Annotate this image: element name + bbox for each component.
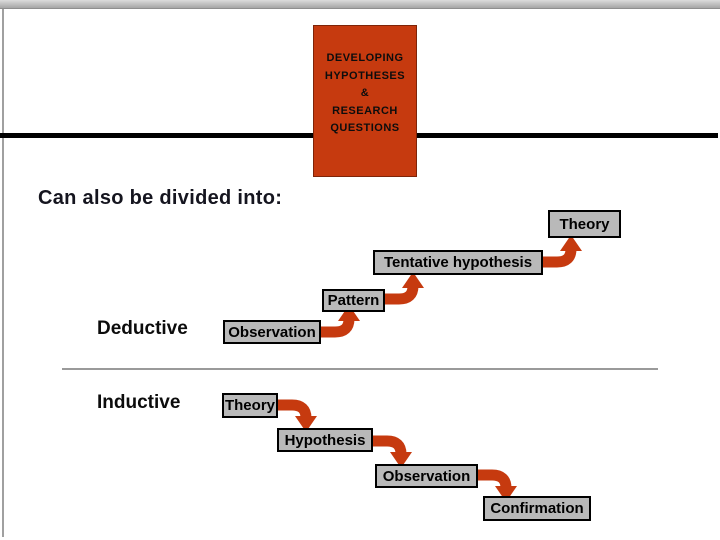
inductive-step-observation: Observation <box>375 464 478 488</box>
slide-heading: Can also be divided into: <box>38 187 283 209</box>
deductive-step-theory: Theory <box>548 210 621 238</box>
title-line: QUESTIONS <box>330 122 400 134</box>
inductive-step-hypothesis: Hypothesis <box>277 428 373 452</box>
title-line: RESEARCH <box>332 104 398 117</box>
elbow-arrow-up-icon <box>541 235 582 268</box>
deductive-step-pattern: Pattern <box>322 289 385 312</box>
elbow-arrow-down-icon <box>371 435 412 468</box>
title-box: DEVELOPING HYPOTHESES & RESEARCH QUESTIO… <box>313 25 417 177</box>
deductive-label: Deductive <box>97 318 188 339</box>
elbow-arrow-down-icon <box>276 399 317 432</box>
elbow-arrow-up-icon <box>319 305 360 338</box>
inductive-step-theory: Theory <box>222 393 278 418</box>
left-border-line <box>2 9 4 537</box>
title-line: DEVELOPING <box>326 52 404 64</box>
title-line: HYPOTHESES <box>324 69 406 82</box>
window-top-bar <box>0 0 720 9</box>
elbow-arrow-down-icon <box>476 469 517 502</box>
inductive-label: Inductive <box>97 392 181 413</box>
deductive-step-observation: Observation <box>223 320 321 344</box>
section-divider-line <box>62 368 658 370</box>
elbow-arrow-up-icon <box>383 272 424 305</box>
title-line: & <box>360 87 370 99</box>
inductive-step-confirmation: Confirmation <box>483 496 591 521</box>
deductive-step-tentative-hypothesis: Tentative hypothesis <box>373 250 543 275</box>
